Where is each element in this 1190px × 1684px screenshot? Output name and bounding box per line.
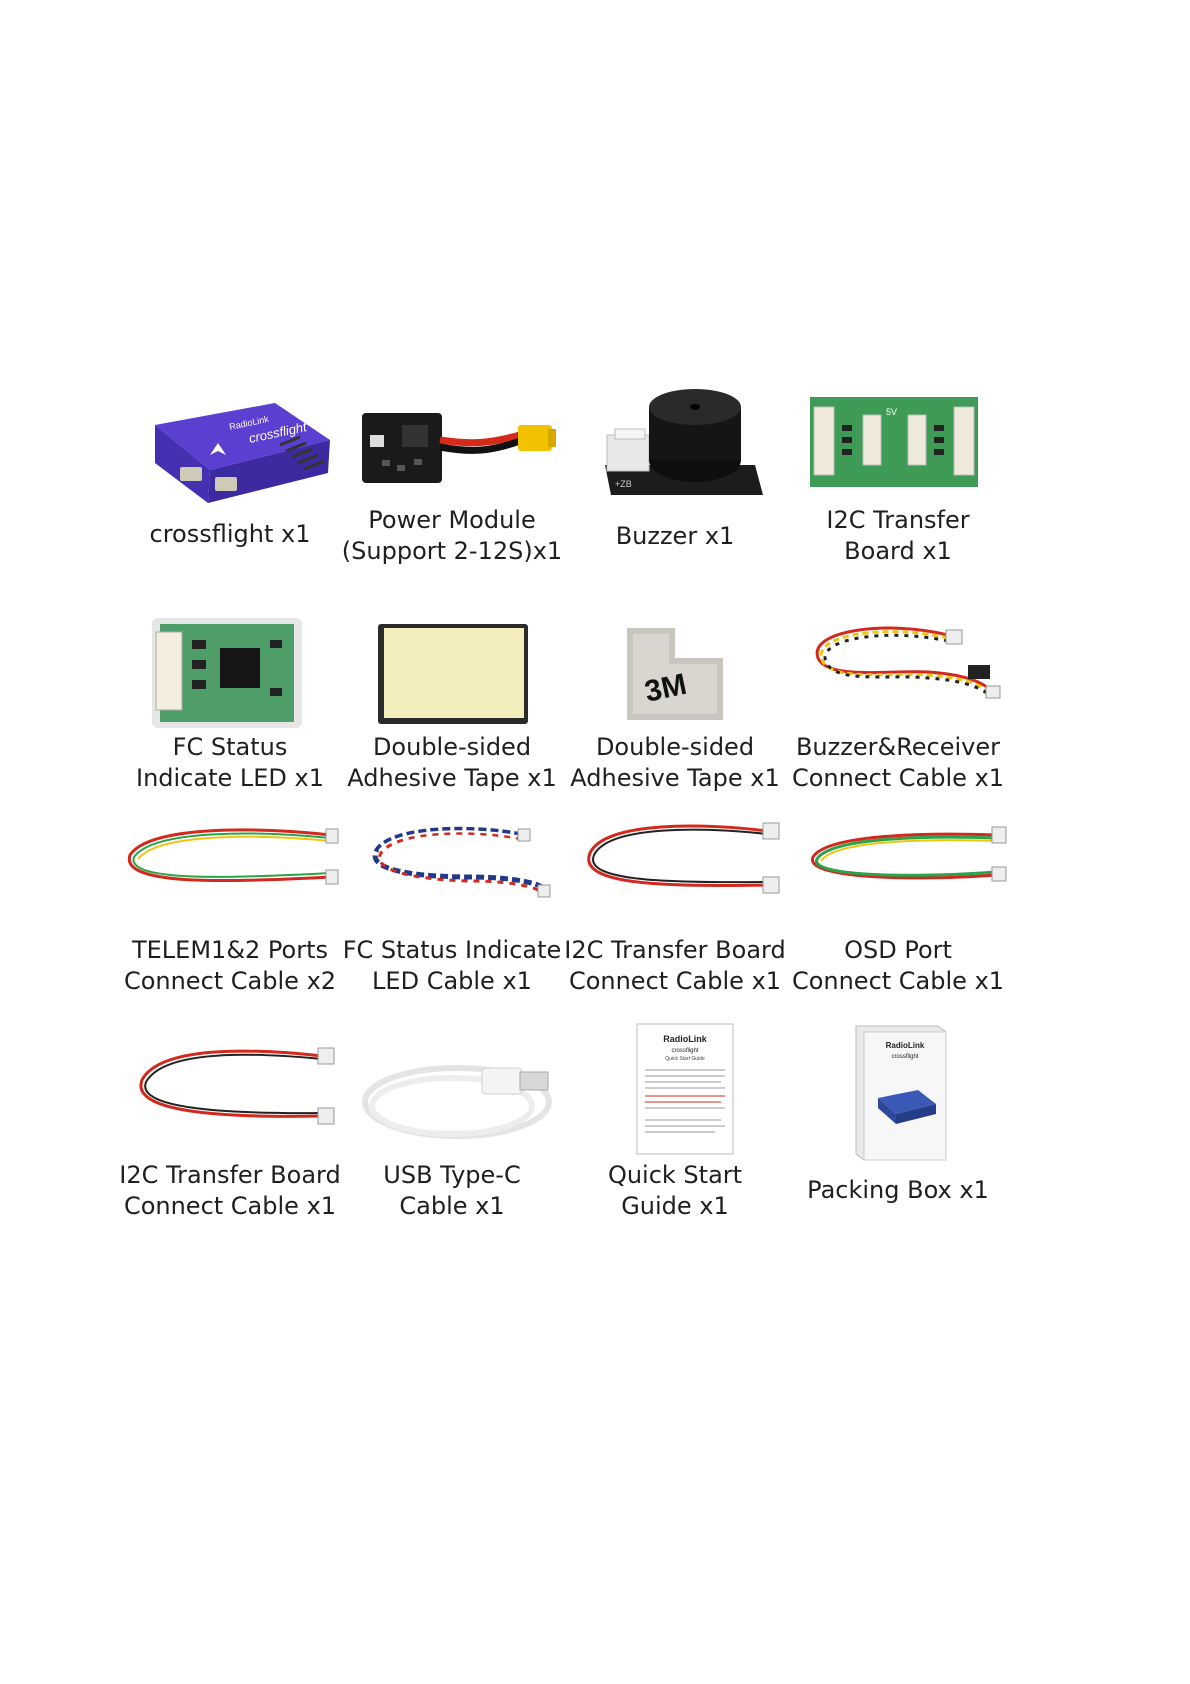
guide-subtitle-text: Quick Start Guide	[665, 1056, 705, 1062]
item-label: Buzzer&Receiver Connect Cable x1	[768, 732, 1028, 794]
led-board-image	[100, 610, 360, 760]
item-label-line2: Adhesive Tape x1	[347, 764, 557, 792]
item-label: crossflight x1	[100, 519, 360, 550]
item-label-line1: Double-sided	[595, 733, 755, 761]
guide-image: RadioLink crossflight Quick Start Guide	[545, 1020, 805, 1170]
item-label-line2: Connect Cable x1	[568, 967, 782, 995]
tape-yellow-image	[322, 610, 582, 760]
box-brand-text: RadioLink	[886, 1041, 925, 1050]
item-label-line1: OSD Port	[844, 936, 952, 964]
item-label-line1: I2C Transfer Board	[119, 1161, 341, 1189]
item-label-line2: Adhesive Tape x1	[570, 764, 780, 792]
item-label: USB Type-C Cable x1	[322, 1160, 582, 1222]
item-label-line1: Double-sided	[372, 733, 532, 761]
item-label: Power Module (Support 2-12S)x1	[322, 505, 582, 567]
item-label: Buzzer x1	[545, 521, 805, 552]
item-label-line1: TELEM1&2 Ports	[131, 936, 329, 964]
item-label-line2: Connect Cable x1	[791, 967, 1005, 995]
item-label: TELEM1&2 Ports Connect Cable x2	[100, 935, 360, 997]
guide-brand-text: RadioLink	[663, 1034, 707, 1044]
item-label-line1: I2C Transfer	[826, 506, 970, 534]
item-label: OSD Port Connect Cable x1	[768, 935, 1028, 997]
item-label: I2C Transfer Board Connect Cable x1	[545, 935, 805, 997]
item-label-line2: Connect Cable x1	[123, 1192, 337, 1220]
item-label-line1: Packing Box x1	[807, 1176, 989, 1204]
board-marking-text: 5V	[886, 407, 897, 417]
item-label-line2: Indicate LED x1	[135, 764, 324, 792]
item-label-line2: (Support 2-12S)x1	[341, 537, 563, 565]
i2c-cable-image	[545, 815, 805, 965]
item-label-line1: crossflight x1	[149, 520, 311, 548]
item-label-line1: Buzzer&Receiver	[795, 733, 1001, 761]
box-name-text: crossflight	[891, 1054, 918, 1060]
i2c-board-image: 5V	[768, 385, 1028, 535]
item-label-line2: Connect Cable x1	[791, 764, 1005, 792]
item-label-line1: FC Status	[172, 733, 288, 761]
osd-cable-image	[768, 815, 1028, 965]
buzzer-image: +ZB	[545, 385, 805, 535]
item-label-line1: FC Status Indicate	[342, 936, 562, 964]
item-label-line1: Buzzer x1	[615, 522, 735, 550]
led-cable-image	[322, 815, 582, 965]
flight-controller-image: RadioLink crossflight	[100, 385, 360, 535]
item-label-line1: Quick Start	[607, 1161, 743, 1189]
item-label-line1: USB Type-C	[383, 1161, 521, 1189]
item-label-line2: LED Cable x1	[372, 967, 532, 995]
item-label: Quick Start Guide x1	[545, 1160, 805, 1222]
item-label: Double-sided Adhesive Tape x1	[322, 732, 582, 794]
item-label-line2: Board x1	[844, 537, 952, 565]
twisted-cable-image	[768, 610, 1028, 760]
usb-cable-image	[322, 1030, 582, 1180]
item-label-line2: Cable x1	[399, 1192, 505, 1220]
telem-cable-image	[100, 815, 360, 965]
guide-title-text: crossflight	[671, 1048, 698, 1054]
item-label-line2: Connect Cable x2	[123, 967, 337, 995]
packing-box-image: RadioLink crossflight	[768, 1020, 1028, 1170]
item-label: FC Status Indicate LED Cable x1	[322, 935, 582, 997]
item-label: I2C Transfer Board Connect Cable x1	[100, 1160, 360, 1222]
item-label: FC Status Indicate LED x1	[100, 732, 360, 794]
tape-3m-image: 3M	[545, 610, 805, 760]
power-module-image	[322, 385, 582, 535]
item-label-line2: Guide x1	[621, 1192, 729, 1220]
item-label: Double-sided Adhesive Tape x1	[545, 732, 805, 794]
i2c-cable-image	[100, 1030, 360, 1180]
item-label: Packing Box x1	[768, 1175, 1028, 1206]
buzzer-marking-text: +ZB	[615, 479, 632, 489]
item-label-line1: I2C Transfer Board	[564, 936, 786, 964]
item-label: I2C Transfer Board x1	[768, 505, 1028, 567]
item-label-line1: Power Module	[368, 506, 536, 534]
